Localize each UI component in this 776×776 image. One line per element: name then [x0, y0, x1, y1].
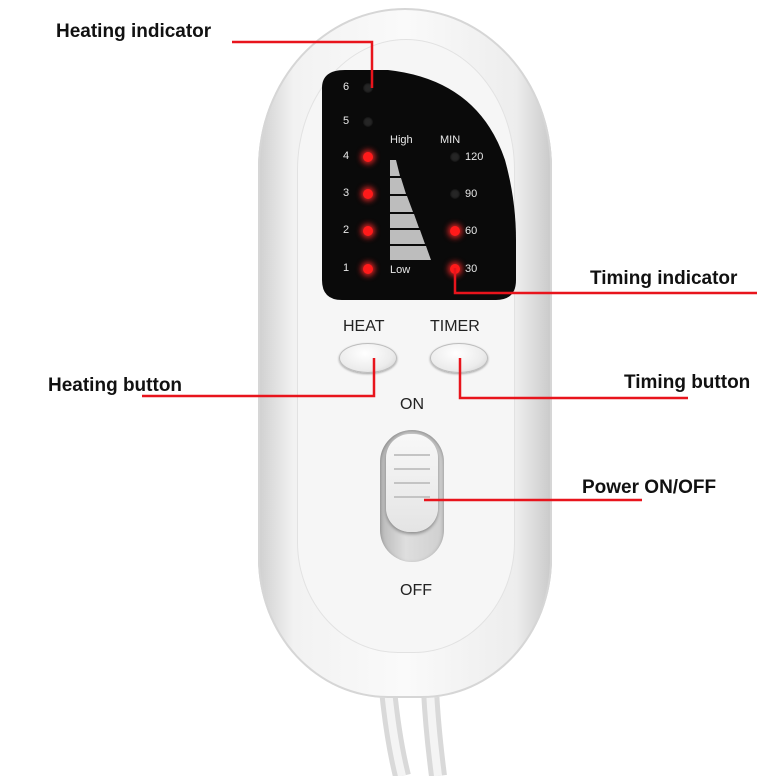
heat-level-label-5: 5 — [343, 115, 350, 127]
low-label: Low — [390, 264, 411, 276]
switch-on-label: ON — [400, 396, 424, 413]
timing-indicator-callout: Timing indicator — [590, 268, 738, 289]
switch-ridge — [394, 454, 430, 456]
high-label: High — [390, 134, 413, 146]
heat-led-6 — [363, 83, 373, 93]
switch-ridge — [394, 482, 430, 484]
power-switch[interactable] — [386, 434, 438, 532]
timing-button-line — [458, 358, 688, 400]
timer-led-120 — [450, 152, 460, 162]
timer-led-60 — [450, 226, 460, 236]
heating-button-callout: Heating button — [48, 375, 183, 396]
level-step-1 — [390, 246, 431, 260]
switch-ridge — [394, 496, 430, 498]
heat-level-label-6: 6 — [343, 81, 350, 93]
timer-label-60: 60 — [465, 225, 478, 237]
level-step-4 — [390, 196, 413, 212]
heat-button-label: HEAT — [343, 318, 385, 335]
heat-led-4 — [363, 152, 373, 162]
heat-led-1 — [363, 264, 373, 274]
heat-level-label-1: 1 — [343, 262, 350, 274]
timer-label-90: 90 — [465, 188, 478, 200]
level-step-6 — [390, 160, 400, 176]
timer-led-90 — [450, 189, 460, 199]
level-step-2 — [390, 230, 425, 244]
timing-button-callout: Timing button — [624, 372, 751, 393]
switch-off-label: OFF — [400, 582, 432, 599]
level-step-3 — [390, 214, 419, 228]
heat-led-3 — [363, 189, 373, 199]
min-label: MIN — [440, 134, 461, 146]
timing-indicator-line — [453, 268, 757, 295]
timer-label-120: 120 — [465, 151, 484, 163]
heat-led-2 — [363, 226, 373, 236]
heat-led-5 — [363, 117, 373, 127]
switch-ridge — [394, 468, 430, 470]
timer-label-30: 30 — [465, 263, 478, 275]
heat-level-label-3: 3 — [343, 187, 350, 199]
heat-button[interactable] — [339, 343, 397, 373]
heat-level-label-2: 2 — [343, 224, 350, 236]
heating-button-line — [142, 358, 376, 398]
heating-indicator-line — [232, 40, 374, 88]
heating-indicator-callout: Heating indicator — [56, 21, 212, 42]
heat-level-label-4: 4 — [343, 150, 350, 162]
timer-button-label: TIMER — [430, 318, 480, 335]
power-callout: Power ON/OFF — [582, 477, 717, 498]
level-step-5 — [390, 178, 406, 194]
